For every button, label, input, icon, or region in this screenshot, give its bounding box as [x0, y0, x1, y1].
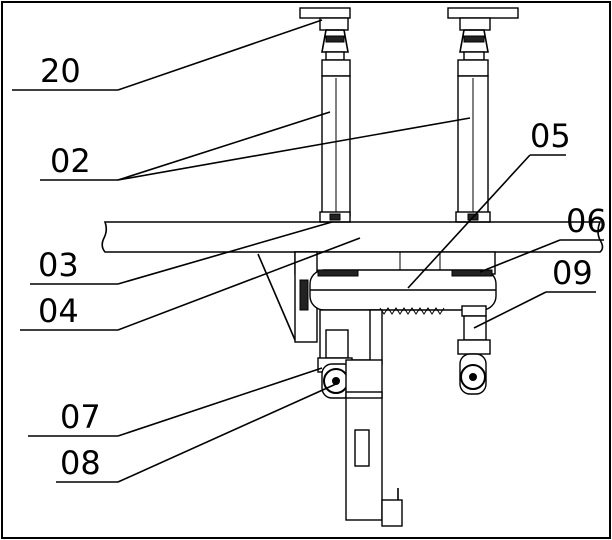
leader-20 — [117, 19, 323, 91]
motor-bracket-side — [369, 309, 383, 365]
left-pulley-teeth-top — [317, 269, 359, 277]
right-coupling — [459, 29, 489, 53]
right-wheel-hub — [469, 373, 477, 381]
beam-body — [101, 221, 604, 253]
leader-03 — [117, 221, 333, 285]
beam — [101, 221, 604, 253]
leader-02-a — [117, 111, 331, 181]
leader-04 — [117, 237, 361, 331]
left-top-plate — [299, 7, 351, 19]
left-coupling-band — [325, 35, 345, 43]
label-08: 08 — [60, 444, 101, 482]
right-top-plate — [447, 7, 519, 19]
left-lower-assembly — [317, 309, 403, 527]
right-coupling-band — [463, 35, 485, 43]
right-column — [447, 7, 519, 223]
motor-window — [354, 429, 370, 467]
label-09: 09 — [552, 254, 593, 292]
leader-07 — [117, 367, 323, 437]
right-neck — [463, 51, 485, 61]
left-wheel-hub — [332, 377, 340, 385]
right-caster — [457, 305, 491, 395]
label-03: 03 — [38, 246, 79, 284]
motor-housing-band — [345, 391, 383, 399]
right-pulley-teeth-top — [451, 269, 493, 277]
part-labels: 20 02 05 06 03 09 04 07 08 — [38, 52, 607, 482]
right-column-collar — [457, 59, 489, 77]
label-05: 05 — [530, 117, 571, 155]
bracket-slot — [299, 279, 309, 311]
right-caster-fork — [457, 339, 491, 355]
left-coupling — [321, 29, 349, 53]
label-06: 06 — [566, 202, 607, 240]
belt-drive — [309, 269, 497, 315]
label-02: 02 — [50, 142, 91, 180]
leader-02-b — [117, 117, 471, 181]
left-neck — [325, 51, 345, 61]
leader-lines — [12, 19, 604, 483]
right-shaft-collar — [461, 305, 487, 317]
label-20: 20 — [40, 52, 81, 90]
leader-bracket — [257, 253, 296, 341]
leader-05 — [407, 154, 531, 289]
motor-cap — [381, 499, 403, 527]
label-04: 04 — [38, 292, 79, 330]
leader-06 — [479, 239, 561, 273]
leader-08 — [117, 383, 337, 483]
left-shaft — [325, 329, 349, 359]
leader-09 — [473, 291, 547, 329]
left-column-collar — [321, 59, 351, 77]
belt-teeth — [379, 307, 445, 315]
left-mount-block — [319, 17, 349, 31]
label-07: 07 — [60, 398, 101, 436]
left-column — [299, 7, 351, 223]
left-bolt — [329, 213, 341, 221]
right-mount-block — [459, 17, 491, 31]
